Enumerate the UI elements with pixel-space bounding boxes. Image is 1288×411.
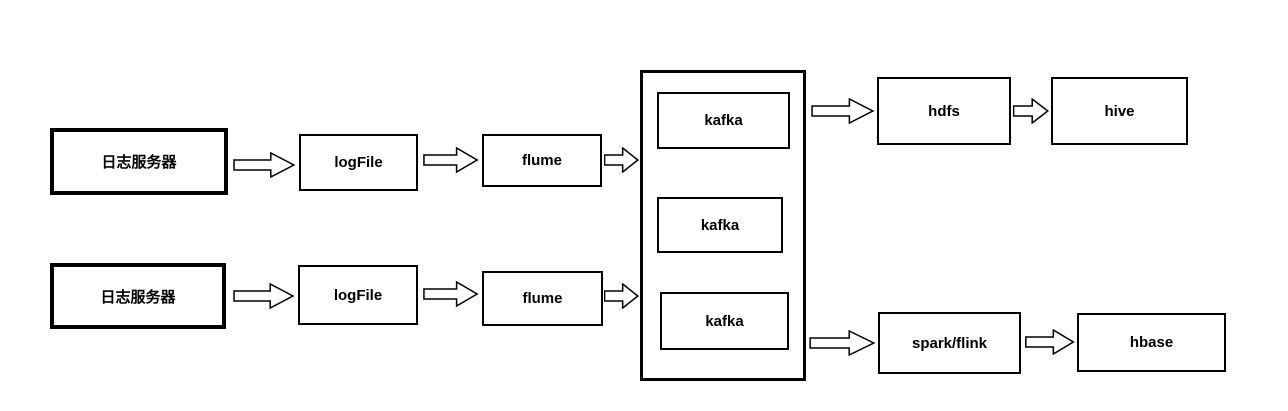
node-flume-2-label: flume xyxy=(522,290,563,307)
node-hive-label: hive xyxy=(1104,102,1135,120)
arrow-logfile2-to-flume2-icon xyxy=(423,281,479,307)
arrow-hdfs-to-hive-icon xyxy=(1013,98,1049,124)
node-flume-1-label: flume xyxy=(521,152,562,169)
node-log-server-1: 日志服务器 xyxy=(50,128,228,195)
arrow-sparkflink-to-hbase-icon xyxy=(1025,329,1075,355)
node-log-server-2: 日志服务器 xyxy=(50,263,226,329)
node-kafka-3: kafka xyxy=(660,292,789,350)
arrow-kafka-to-sparkflink-icon xyxy=(809,330,876,356)
node-hbase: hbase xyxy=(1077,313,1226,372)
arrow-kafka-to-hdfs-icon xyxy=(811,98,875,124)
node-hdfs-label: hdfs xyxy=(928,102,960,120)
node-kafka-1-label: kafka xyxy=(704,112,743,129)
node-spark-flink: spark/flink xyxy=(878,312,1021,374)
arrow-flume2-to-kafka-icon xyxy=(604,283,639,309)
arrow-logserver1-to-logfile1-icon xyxy=(233,152,296,178)
node-spark-flink-label: spark/flink xyxy=(911,334,988,352)
arrow-logfile1-to-flume1-icon xyxy=(423,147,479,173)
node-hbase-label: hbase xyxy=(1129,334,1174,351)
arrow-logserver2-to-logfile2-icon xyxy=(233,283,295,309)
node-kafka-2: kafka xyxy=(657,197,783,253)
node-kafka-3-label: kafka xyxy=(705,312,744,330)
node-flume-1: flume xyxy=(482,134,602,187)
node-logfile-2-label: logFile xyxy=(333,286,383,304)
arrow-flume1-to-kafka-icon xyxy=(604,147,639,173)
node-logfile-1-label: logFile xyxy=(334,154,383,171)
node-log-server-2-label: 日志服务器 xyxy=(100,288,176,306)
node-flume-2: flume xyxy=(482,271,603,326)
node-hive: hive xyxy=(1051,77,1188,145)
node-log-server-1-label: 日志服务器 xyxy=(101,154,177,171)
node-kafka-2-label: kafka xyxy=(700,216,740,234)
node-kafka-1: kafka xyxy=(657,92,790,149)
node-logfile-1: logFile xyxy=(299,134,418,191)
node-logfile-2: logFile xyxy=(298,265,418,325)
node-hdfs: hdfs xyxy=(877,77,1011,145)
